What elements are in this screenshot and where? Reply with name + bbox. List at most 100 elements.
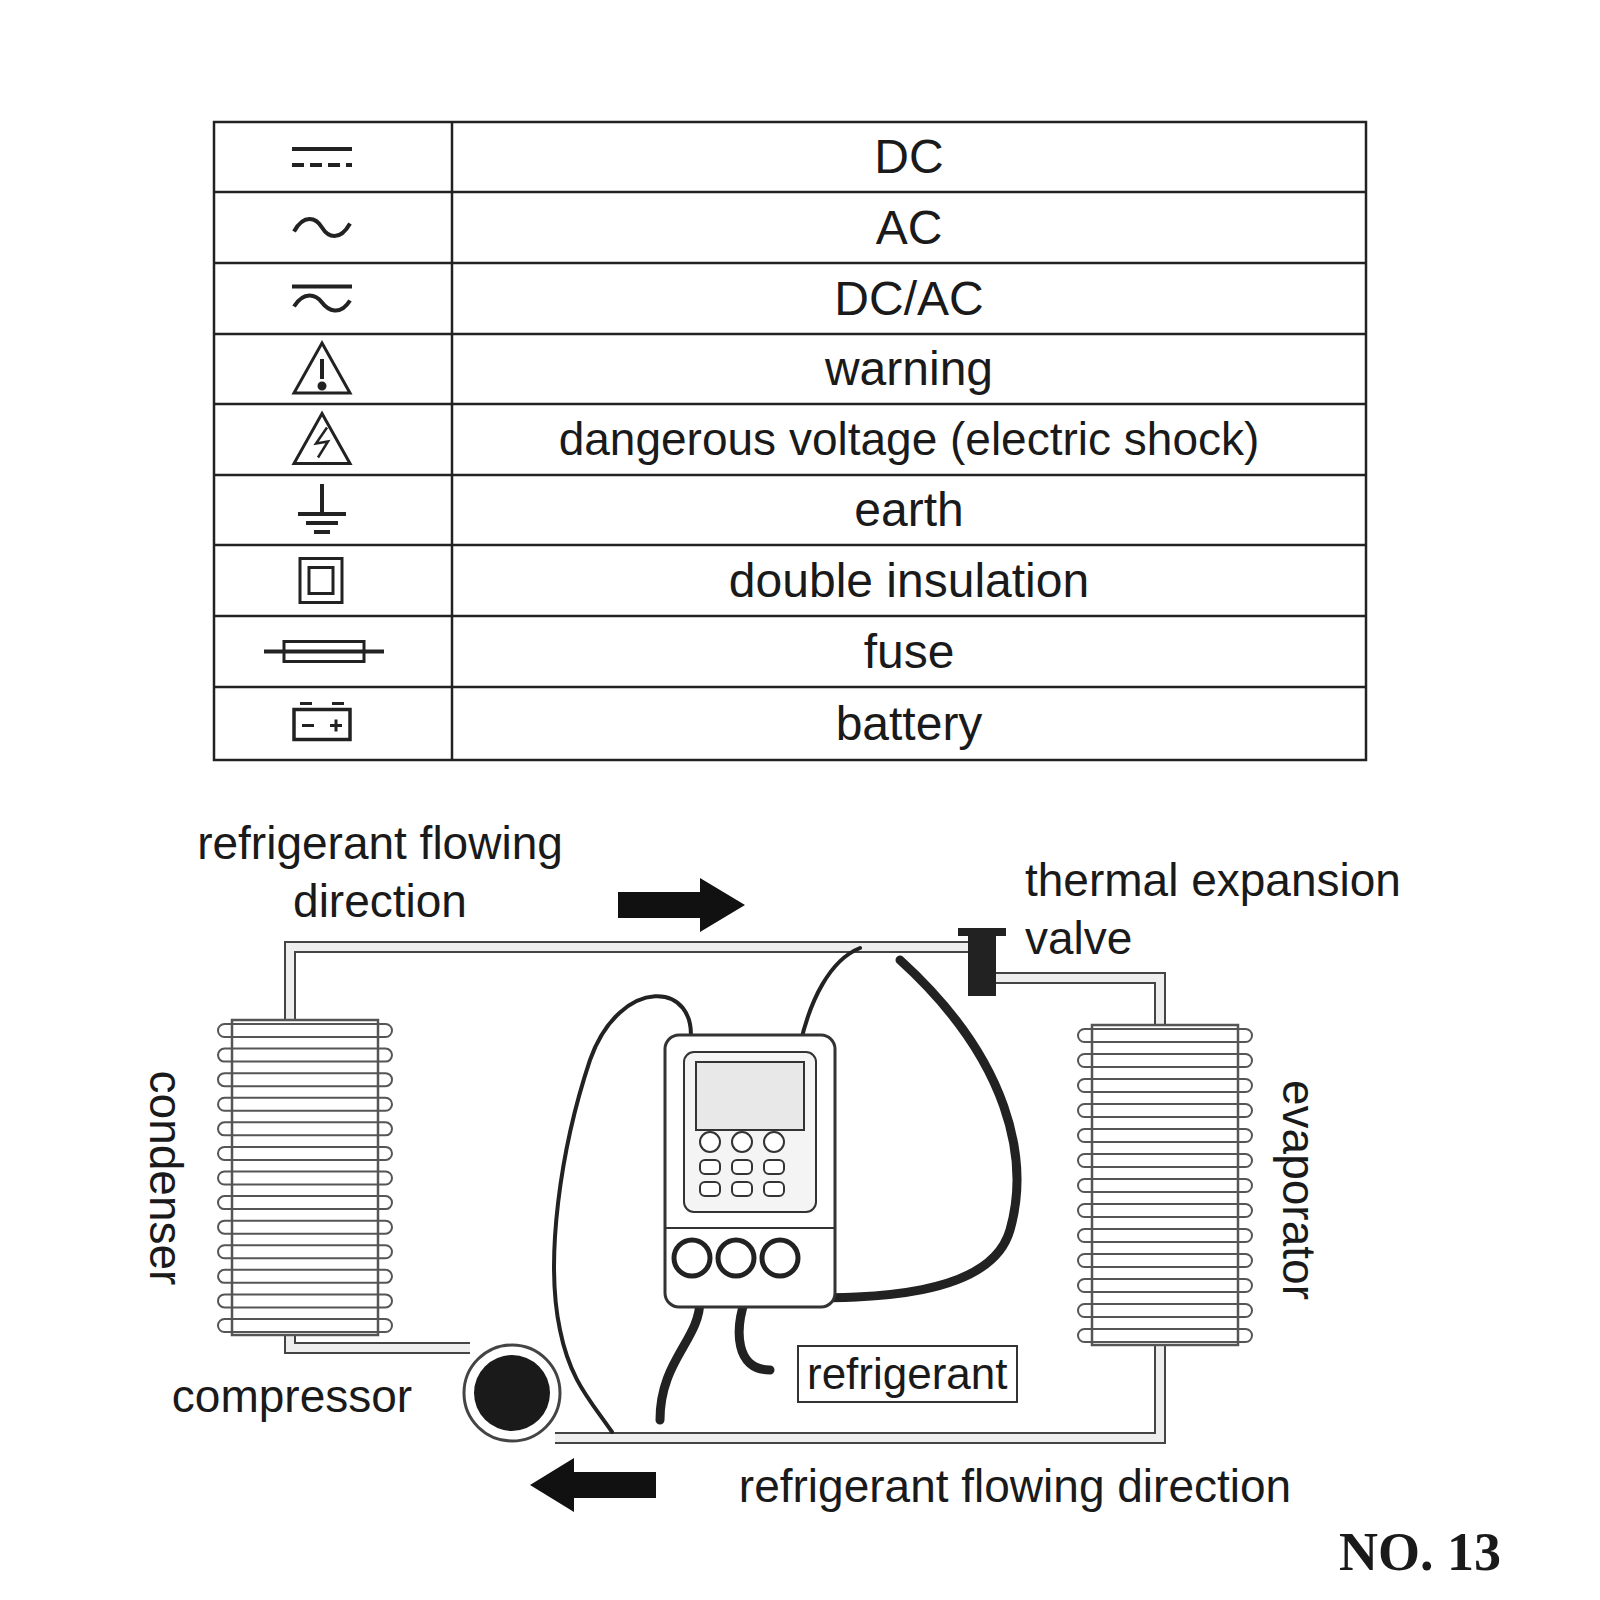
gauge-button — [700, 1182, 720, 1196]
part-name: compressor — [172, 1369, 412, 1424]
coil-tube — [218, 1172, 392, 1185]
table-divider — [451, 122, 454, 760]
page-number: NO. 13 — [1339, 1520, 1501, 1585]
coil-tube — [218, 1122, 392, 1135]
table-cell: DC — [874, 128, 943, 186]
part-name: condenser — [137, 1071, 192, 1286]
coil-tube — [1078, 1329, 1252, 1342]
symbols — [264, 149, 384, 740]
double-insulation-symbol — [300, 559, 342, 603]
gauge-button — [732, 1182, 752, 1196]
coil-tube — [218, 1319, 392, 1332]
table-row-line — [214, 544, 1366, 547]
gauge-button — [700, 1132, 720, 1152]
gauge-body — [665, 1035, 835, 1307]
pipe — [290, 947, 968, 1020]
expansion-valve — [968, 932, 996, 996]
table-cell: earth — [854, 481, 963, 539]
table-cell: AC — [876, 199, 943, 257]
gauge-button — [732, 1132, 752, 1152]
coil-tube — [1078, 1104, 1252, 1117]
flow-label: refrigerant flowing direction — [739, 1459, 1291, 1514]
gauge-face — [684, 1052, 816, 1212]
earth-symbol — [298, 514, 346, 532]
table-row-line — [214, 686, 1366, 689]
part-name: thermal expansion valve — [1025, 852, 1495, 967]
coil-tube — [218, 1073, 392, 1086]
dc-symbol — [292, 163, 352, 167]
table-cell: warning — [825, 340, 993, 398]
symbol-table — [214, 122, 1366, 760]
table-cell: battery — [836, 695, 983, 753]
coil-tube — [1078, 1054, 1252, 1067]
table-row-line — [214, 333, 1366, 336]
compressor-housing — [464, 1345, 560, 1441]
gauge-knob — [718, 1240, 754, 1276]
coil-tube — [218, 1147, 392, 1160]
coil-tube — [1078, 1204, 1252, 1217]
gauge-button — [764, 1182, 784, 1196]
double-insulation-symbol — [309, 568, 333, 594]
dc-symbol — [292, 147, 352, 151]
compressor — [474, 1355, 550, 1431]
dcac-symbol — [294, 296, 350, 311]
gauge-button — [700, 1160, 720, 1174]
coil-tube — [1078, 1154, 1252, 1167]
table-cell: dangerous voltage (electric shock) — [559, 412, 1260, 467]
gauge-band — [665, 1227, 835, 1229]
table-border — [214, 122, 1366, 760]
gauge-screen — [696, 1062, 804, 1130]
gauge-knob — [762, 1240, 798, 1276]
hose — [800, 948, 860, 1045]
label-box: refrigerant — [797, 1345, 1018, 1403]
coil-tube — [1078, 1229, 1252, 1242]
earth-symbol — [320, 484, 324, 514]
fuse-symbol — [284, 642, 364, 662]
table-cell: double insulation — [729, 552, 1089, 610]
pipe — [290, 1335, 470, 1348]
dcac-symbol — [292, 285, 352, 289]
coil-tube — [1078, 1129, 1252, 1142]
shock-symbol — [316, 428, 328, 458]
coil-tube — [218, 1024, 392, 1037]
coil-tube — [1078, 1279, 1252, 1292]
pipe — [995, 978, 1160, 1025]
pipe — [995, 978, 1160, 1025]
coil-tube — [218, 1098, 392, 1111]
part-name: evaporator — [1270, 1080, 1325, 1300]
hose — [739, 1300, 770, 1370]
coil-tube — [218, 1294, 392, 1307]
coil-tube — [1078, 1254, 1252, 1267]
pipe — [290, 947, 968, 1020]
table-cell: fuse — [864, 623, 955, 681]
coil-frame — [1092, 1025, 1238, 1345]
battery-symbol — [294, 710, 350, 740]
gauge-button — [732, 1160, 752, 1174]
coil-tube — [1078, 1029, 1252, 1042]
manifold-gauge — [554, 948, 1017, 1432]
warning-symbol — [320, 359, 324, 379]
gauge-knob — [674, 1240, 710, 1276]
coil-tube — [1078, 1304, 1252, 1317]
coil-tube — [218, 1221, 392, 1234]
flow-arrows — [530, 878, 745, 1512]
pipes — [290, 928, 1160, 1441]
gauge-button — [764, 1160, 784, 1174]
flow-label: refrigerant flowing direction — [170, 815, 590, 930]
gauge-button — [764, 1132, 784, 1152]
table-row-line — [214, 474, 1366, 477]
pipe — [555, 1345, 1160, 1438]
coil-tube — [218, 1270, 392, 1283]
battery-symbol — [300, 702, 344, 705]
coil-tube — [1078, 1079, 1252, 1092]
battery-symbol — [302, 720, 342, 732]
warning-symbol — [294, 343, 350, 393]
pipe — [555, 1345, 1160, 1438]
hose — [660, 1300, 700, 1420]
coil-tube — [218, 1196, 392, 1209]
coil-tube — [218, 1049, 392, 1062]
pipe — [290, 1335, 470, 1348]
table-row-line — [214, 191, 1366, 194]
flow-arrow — [618, 878, 745, 932]
fuse-symbol — [264, 650, 384, 654]
